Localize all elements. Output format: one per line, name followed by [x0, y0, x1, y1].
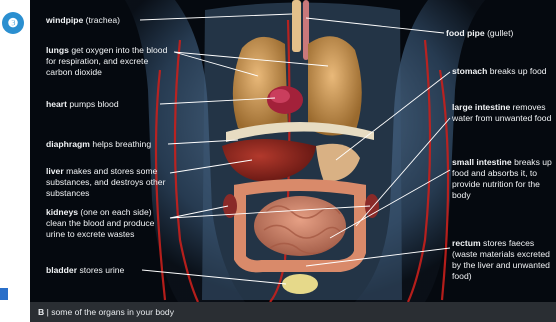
label-kidneys: kidneys (one on each side) clean the blo… [46, 207, 172, 240]
anatomy-figure: windpipe (trachea) lungs get oxygen into… [30, 0, 556, 302]
label-heart: heart pumps blood [46, 99, 166, 110]
label-lungs: lungs get oxygen into the blood for resp… [46, 45, 168, 78]
label-small-intestine: small intestine breaks up food and absor… [452, 157, 552, 201]
label-rectum: rectum stores faeces (waste materials ex… [452, 238, 552, 282]
label-windpipe: windpipe (trachea) [46, 15, 156, 26]
margin-marker [0, 288, 8, 300]
label-liver: liver makes and stores some substances, … [46, 166, 172, 199]
figure-caption: B | some of the organs in your body [30, 302, 556, 322]
label-bladder: bladder stores urine [46, 265, 156, 276]
label-stomach: stomach breaks up food [452, 66, 552, 77]
label-large-intestine: large intestine removes water from unwan… [452, 102, 552, 124]
label-diaphragm: diaphragm helps breathing [46, 139, 170, 150]
label-food-pipe: food pipe (gullet) [446, 28, 552, 39]
section-number-badge: ❸ [2, 12, 24, 34]
